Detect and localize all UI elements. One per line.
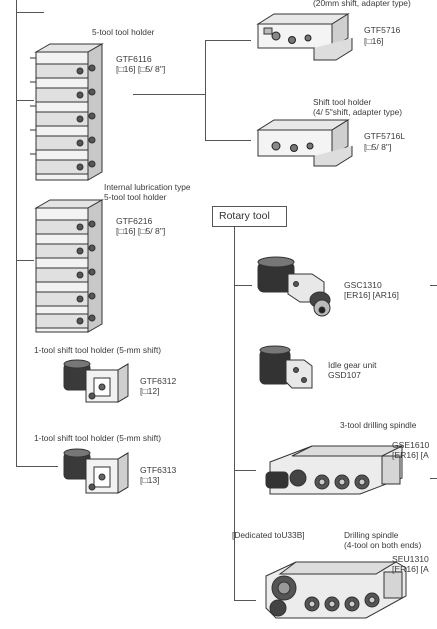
seu1310-title-1: Drilling spindle <box>344 530 399 540</box>
shift-branch-h <box>133 94 205 95</box>
gtf5716-title: (20mm shift, adapter type) <box>313 0 411 8</box>
gsd107-image <box>259 345 313 389</box>
gtf6116-title: 5-tool tool holder <box>92 27 155 37</box>
gtf6216-spec: [□16] [□5/ 8"] <box>116 226 166 236</box>
gtf5716-code: GTF5716 <box>364 25 401 35</box>
tree-branch-gtf6313 <box>16 466 58 467</box>
gsd107-title: Idle gear unit <box>328 360 377 370</box>
gtf6216-title-2: 5-tool tool holder <box>104 192 167 202</box>
shift-branch-v <box>205 40 206 140</box>
gtf5716l-title-2: (4/ 5"shift, adapter type) <box>313 107 403 117</box>
rotary-tool-label: Rotary tool <box>219 210 270 222</box>
rotary-branch-seu1310 <box>234 600 256 601</box>
seu1310-spec: [ER16] [A <box>392 564 429 574</box>
tree-line-main <box>16 0 17 466</box>
shift-branch-bottom <box>205 140 251 141</box>
gsd107-code: GSD107 <box>328 370 361 380</box>
gse1610-title: 3-tool drilling spindle <box>340 420 417 430</box>
gse1610-code: GSE1610 <box>392 440 430 450</box>
right-stub-2 <box>430 478 437 479</box>
gtf5716l-image <box>256 119 353 167</box>
gtf6116-spec: [□16] [□5/ 8"] <box>116 64 166 74</box>
gtf6313-title: 1-tool shift tool holder (5-mm shift) <box>34 433 162 443</box>
rotary-trunk <box>234 226 235 600</box>
gtf5716l-spec: [□5/ 8"] <box>364 142 392 152</box>
tree-line-top <box>16 12 44 13</box>
tree-branch-gtf6216 <box>16 260 34 261</box>
gtf6116-image <box>30 43 104 181</box>
gse1610-image <box>265 445 403 495</box>
gtf6312-spec: [□12] <box>140 386 160 396</box>
rotary-branch-gsc1310 <box>234 285 252 286</box>
gtf5716-image <box>256 13 353 61</box>
seu1310-dedicated: [Dedicated toU33B] <box>232 530 305 540</box>
gtf6216-title-1: Internal lubrication type <box>104 182 191 192</box>
gtf6312-title: 1-tool shift tool holder (5-mm shift) <box>34 345 162 355</box>
shift-branch-top <box>205 40 251 41</box>
gtf6313-spec: [□13] <box>140 475 160 485</box>
seu1310-image <box>265 561 407 619</box>
gtf6216-code: GTF6216 <box>116 216 153 226</box>
seu1310-code: SEU1310 <box>392 554 429 564</box>
gsc1310-code: GSC1310 <box>344 280 382 290</box>
gtf6312-code: GTF6312 <box>140 376 177 386</box>
gtf6216-image <box>34 199 104 333</box>
gtf5716l-code: GTF5716L <box>364 131 406 141</box>
gtf6312-image <box>63 359 129 403</box>
gtf6313-code: GTF6313 <box>140 465 177 475</box>
seu1310-title-2: (4-tool on both ends) <box>344 540 422 550</box>
gtf6116-code: GTF6116 <box>116 54 152 64</box>
gsc1310-image <box>257 256 331 317</box>
gsc1310-spec: [ER16] [AR16] <box>344 290 399 300</box>
gtf6313-image <box>63 448 129 494</box>
gtf5716l-title-1: Shift tool holder <box>313 97 372 107</box>
right-stub-1 <box>430 285 437 286</box>
rotary-tool-box <box>212 206 287 227</box>
gtf5716-spec: [□16] <box>364 36 384 46</box>
rotary-branch-gse1610 <box>234 470 256 471</box>
gse1610-spec: [ER16] [A <box>392 450 429 460</box>
tree-branch-gtf6116 <box>16 100 34 101</box>
